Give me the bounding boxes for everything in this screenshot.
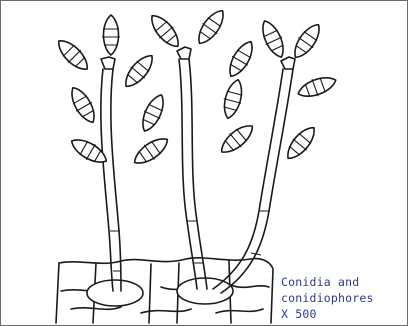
conidiophore-left: [101, 57, 121, 291]
conidia: [52, 5, 338, 169]
caption-line-3: X 500: [281, 306, 405, 322]
caption-line-2: conidiophores: [281, 290, 405, 306]
conidiophore-right: [213, 57, 295, 293]
conidiophore-middle: [177, 47, 207, 289]
caption-line-1: Conidia and: [281, 274, 405, 290]
caption: Conidia and conidiophores X 500: [281, 274, 405, 322]
stroma-left: [87, 280, 143, 306]
